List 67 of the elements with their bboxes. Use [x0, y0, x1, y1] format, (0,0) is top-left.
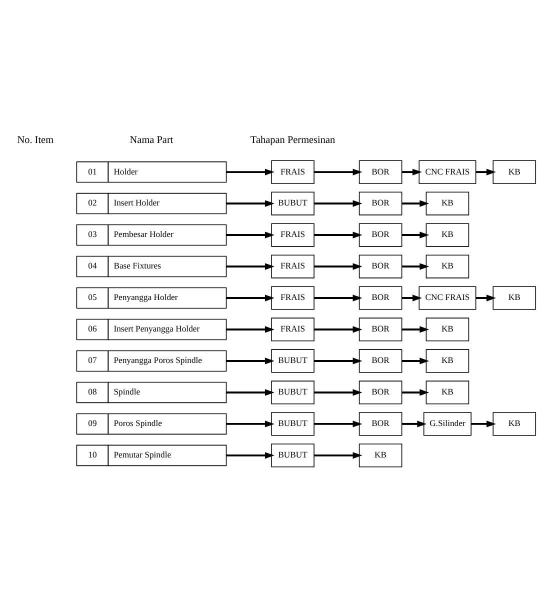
- node-box: KB: [426, 380, 470, 404]
- node-box: BUBUT: [271, 443, 314, 467]
- arrow: [314, 262, 362, 270]
- node-box: BOR: [358, 160, 402, 184]
- node-box: FRAIS: [271, 160, 314, 184]
- node-box: KB: [358, 443, 402, 467]
- arrow: [226, 420, 274, 427]
- arrow: [226, 357, 274, 364]
- node-box: BOR: [358, 348, 402, 372]
- arrow: [476, 168, 496, 175]
- arrow: [226, 294, 274, 301]
- node-box: KB: [492, 412, 536, 436]
- arrow: [226, 200, 274, 206]
- node-box: BUBUT: [271, 380, 314, 404]
- arrow: [402, 388, 430, 396]
- arrow: [226, 388, 274, 396]
- arrow: [314, 388, 362, 396]
- node-box: FRAIS: [271, 222, 314, 246]
- arrow: [402, 420, 427, 427]
- arrow: [226, 326, 274, 332]
- node-box: BOR: [358, 286, 402, 310]
- node-box: FRAIS: [271, 317, 314, 341]
- arrow: [314, 357, 362, 364]
- node-box: BOR: [358, 317, 402, 341]
- arrow: [314, 231, 362, 238]
- arrow: [402, 262, 430, 270]
- node-box: KB: [426, 317, 470, 341]
- node-box: FRAIS: [271, 254, 314, 278]
- node-box: BOR: [358, 380, 402, 404]
- arrow: [402, 168, 422, 175]
- arrow: [314, 326, 362, 332]
- node-box: BOR: [358, 191, 402, 215]
- arrow: [402, 200, 430, 206]
- node-box: FRAIS: [271, 286, 314, 310]
- node-box: BOR: [358, 254, 402, 278]
- arrow: [402, 294, 422, 301]
- arrow: [226, 452, 274, 458]
- arrow: [314, 420, 362, 427]
- node-box: KB: [492, 160, 536, 184]
- arrow: [402, 357, 430, 364]
- arrow: [226, 231, 274, 238]
- node-box: KB: [426, 191, 470, 215]
- node-box: BUBUT: [271, 348, 314, 372]
- arrow: [476, 294, 496, 301]
- arrow: [314, 452, 362, 458]
- node-box: BUBUT: [271, 191, 314, 215]
- arrow: [314, 294, 362, 301]
- node-box: KB: [492, 286, 536, 310]
- arrow: [471, 420, 496, 427]
- arrow: [226, 168, 274, 175]
- label: Nama Part: [130, 134, 174, 146]
- node-box: KB: [426, 222, 470, 246]
- node-box: BOR: [358, 412, 402, 436]
- arrow: [314, 200, 362, 206]
- arrow: [226, 262, 274, 270]
- arrow: [402, 326, 430, 332]
- arrow: [314, 168, 362, 175]
- node-box: CNC FRAIS: [418, 160, 476, 184]
- label: No. Item: [17, 134, 54, 146]
- node-box: BUBUT: [271, 412, 314, 436]
- node-box: BOR: [358, 222, 402, 246]
- arrow: [402, 231, 430, 238]
- node-box: CNC FRAIS: [418, 286, 476, 310]
- node-box: KB: [426, 348, 470, 372]
- node-box: KB: [426, 254, 470, 278]
- label: Tahapan Permesinan: [250, 134, 336, 146]
- node-box: G.Silinder: [423, 412, 472, 436]
